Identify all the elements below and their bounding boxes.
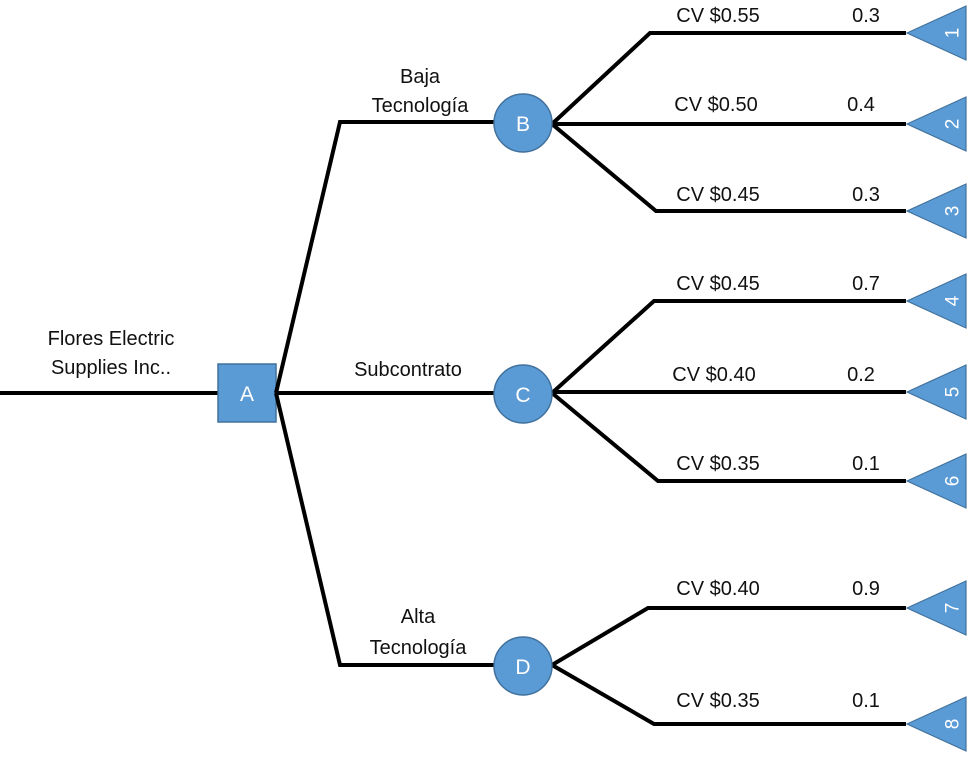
outcome-edge-8 <box>550 663 906 726</box>
option-label-b-line-2: Tecnología <box>372 95 470 117</box>
terminal-node-4[interactable] <box>905 273 967 329</box>
decision-node-label: A <box>240 383 254 406</box>
outcome-cost-7: CV $0.40 <box>676 578 759 600</box>
root-group: Flores Electric Supplies Inc.. A <box>0 328 277 423</box>
outcome-edge-3 <box>550 122 906 213</box>
terminal-node-5[interactable] <box>905 364 967 420</box>
terminal-nodes: 1 2 3 4 5 6 7 8 <box>905 5 967 752</box>
option-label-c: Subcontrato <box>354 359 462 381</box>
outcome-edge-1 <box>550 31 906 126</box>
option-label-b-line-1: Baja <box>400 66 441 88</box>
terminal-label-5: 5 <box>943 387 964 398</box>
outcome-cost-8: CV $0.35 <box>676 690 759 712</box>
chance-node-b-label: B <box>516 113 530 136</box>
outcome-cost-1: CV $0.55 <box>676 5 759 27</box>
chance-node-c-label: C <box>515 384 530 407</box>
outcome-cost-5: CV $0.40 <box>672 364 755 386</box>
outcome-probability-8: 0.1 <box>852 690 880 712</box>
outcome-edge-4 <box>550 299 906 395</box>
chance-node-c[interactable] <box>493 364 553 424</box>
terminal-node-2[interactable] <box>905 96 967 152</box>
terminal-node-3[interactable] <box>905 183 967 239</box>
terminal-label-7: 7 <box>943 603 964 614</box>
outcome-cost-6: CV $0.35 <box>676 453 759 475</box>
option-edge-b <box>274 120 494 394</box>
option-label-d-line-2: Tecnología <box>370 637 468 659</box>
terminal-label-3: 3 <box>943 206 964 217</box>
terminal-label-6: 6 <box>943 476 964 487</box>
outcome-probability-6: 0.1 <box>852 453 880 475</box>
outcome-probability-3: 0.3 <box>852 184 880 206</box>
terminal-node-8[interactable] <box>905 696 967 752</box>
outcome-probability-4: 0.7 <box>852 273 880 295</box>
root-title-line-2: Supplies Inc.. <box>51 357 171 379</box>
terminal-label-8: 8 <box>943 719 964 730</box>
outcome-probability-7: 0.9 <box>852 578 880 600</box>
outcome-probability-5: 0.2 <box>847 364 875 386</box>
terminal-node-7[interactable] <box>905 580 967 636</box>
outcome-cost-2: CV $0.50 <box>674 94 757 116</box>
outcome-probability-1: 0.3 <box>852 5 880 27</box>
terminal-node-1[interactable] <box>905 5 967 61</box>
terminal-label-4: 4 <box>943 295 964 306</box>
terminal-label-2: 2 <box>943 119 964 130</box>
outcome-edge-6 <box>550 391 906 483</box>
option-label-d-line-1: Alta <box>401 606 436 628</box>
chance-node-d-label: D <box>515 656 530 679</box>
terminal-label-1: 1 <box>943 28 964 39</box>
option-baja-tecnologia: Baja Tecnología CV $0.55 0.3 CV $0.50 0.… <box>274 5 906 394</box>
root-title-line-1: Flores Electric <box>48 328 175 350</box>
outcome-cost-3: CV $0.45 <box>676 184 759 206</box>
chance-node-d[interactable] <box>493 636 553 696</box>
outcome-cost-4: CV $0.45 <box>676 273 759 295</box>
chance-node-b[interactable] <box>493 93 553 153</box>
option-subcontrato: Subcontrato CV $0.45 0.7 CV $0.40 0.2 CV… <box>276 273 906 483</box>
outcome-edge-7 <box>550 606 906 667</box>
terminal-node-6[interactable] <box>905 453 967 509</box>
option-edge-d <box>274 392 494 667</box>
outcome-probability-2: 0.4 <box>847 94 875 116</box>
option-alta-tecnologia: Alta Tecnología CV $0.40 0.9 CV $0.35 0.… <box>274 392 906 726</box>
